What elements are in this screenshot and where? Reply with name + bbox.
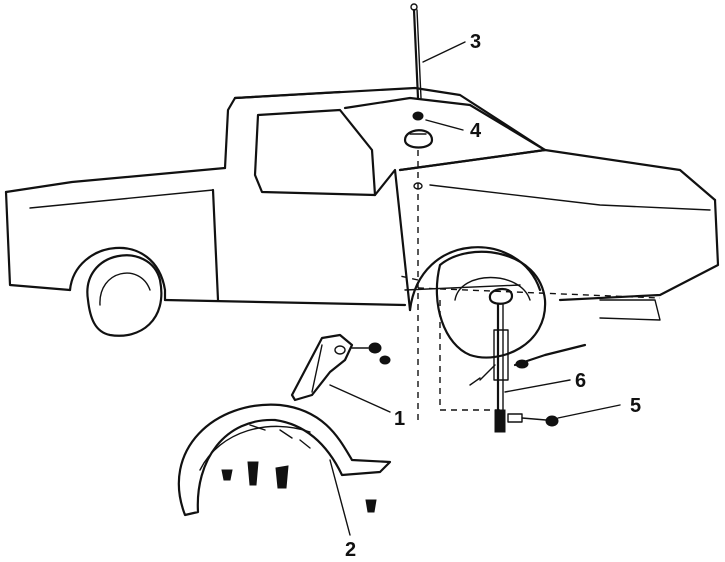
mud-guard-panel xyxy=(290,333,391,402)
fender-liner xyxy=(177,403,392,517)
guide-lines xyxy=(399,275,661,411)
antenna-mast xyxy=(410,3,422,100)
front-wheel xyxy=(435,250,547,359)
pickup-truck-body xyxy=(4,86,720,321)
callout-6: 6 xyxy=(575,370,586,392)
callout-5: 5 xyxy=(630,395,641,417)
antenna-nut xyxy=(403,111,434,149)
callout-1: 1 xyxy=(394,408,405,430)
callout-3: 3 xyxy=(470,31,481,53)
antenna-guide-line xyxy=(413,150,423,420)
rear-wheel xyxy=(86,254,163,337)
callout-4: 4 xyxy=(470,120,482,142)
callout-2: 2 xyxy=(345,539,356,561)
callout-leaders xyxy=(329,41,621,536)
